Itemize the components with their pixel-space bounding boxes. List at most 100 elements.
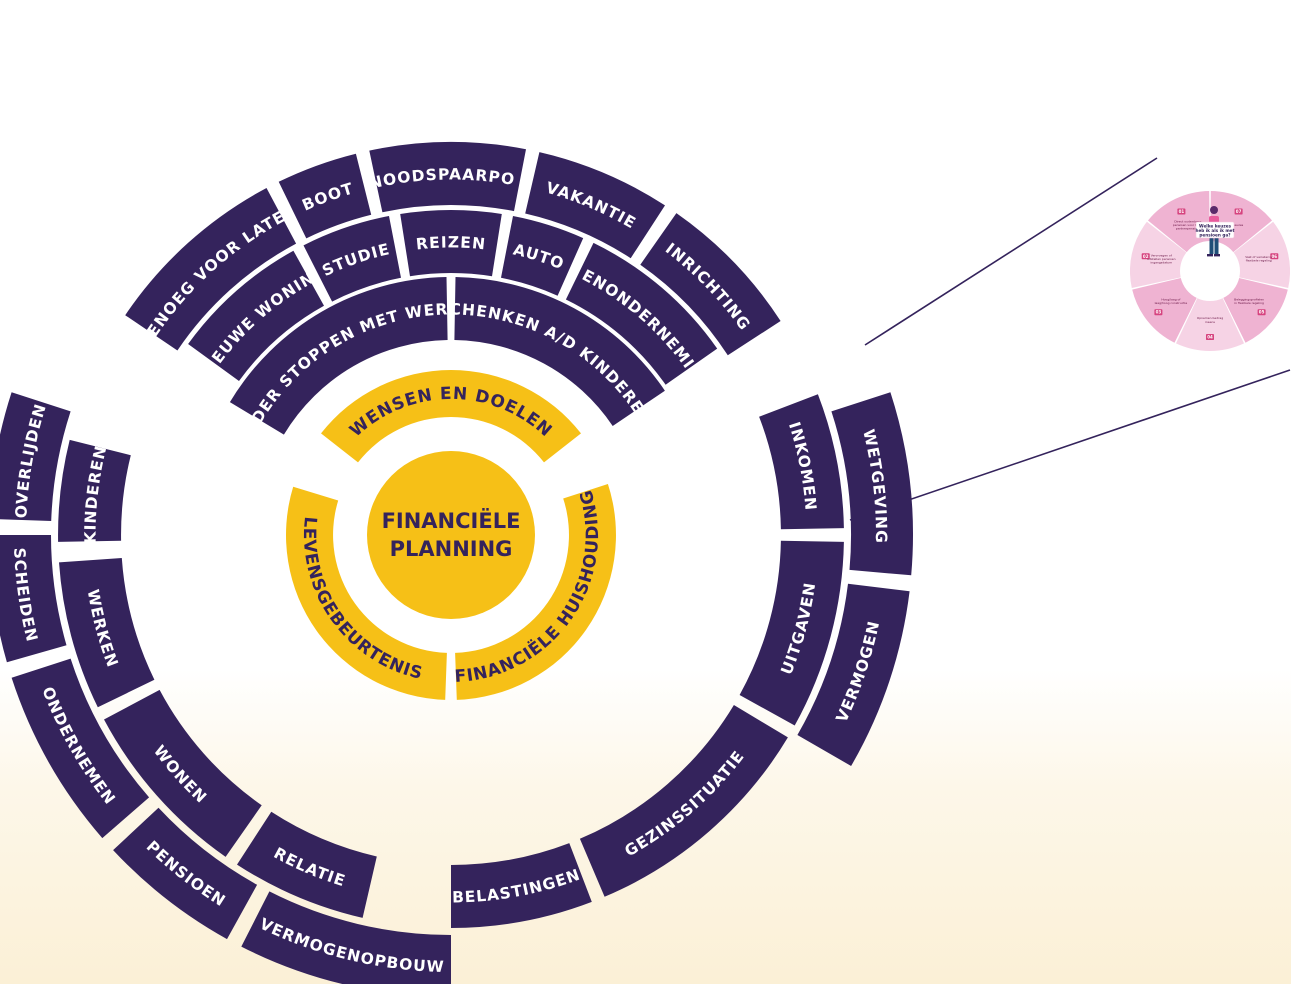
- segment-label-text: REIZEN: [415, 233, 486, 253]
- inset-item-text: partnerpensioen: [1176, 227, 1201, 231]
- theme-arc: [455, 484, 616, 700]
- segment-studie: STUDIE: [303, 216, 401, 302]
- inset-number-badge: [1270, 253, 1279, 260]
- segment-shape: [229, 277, 448, 435]
- segment-shape: [0, 392, 71, 521]
- segment-overlijden: OVERLIJDEN: [0, 392, 71, 521]
- segment-vermogen: VERMOGEN: [797, 583, 910, 766]
- inset-number: 06: [1272, 254, 1278, 259]
- inset-slice: [1130, 221, 1187, 288]
- inset-item-text: Opnemen bedrag: [1197, 316, 1223, 320]
- inset-number: 03: [1156, 310, 1162, 315]
- segment-wonen: WONEN: [104, 689, 262, 857]
- segment-reizen: REIZEN: [400, 210, 502, 277]
- segment-shape: [579, 705, 788, 897]
- segment-label: REIZEN: [415, 233, 487, 253]
- segment-werken: WERKEN: [59, 558, 155, 708]
- zoom-line-lower: [849, 369, 1291, 521]
- inset-number-badge: [1257, 309, 1266, 316]
- inset-item-text: Beleggingsprofielen: [1234, 297, 1264, 301]
- segment-wetgeving: WETGEVING: [831, 392, 913, 576]
- inset-slice: [1223, 278, 1288, 343]
- question-line-1: Welke keuzes: [1199, 224, 1231, 229]
- segment-shape: [831, 392, 913, 576]
- center-circle: [367, 451, 535, 619]
- segment-shape: [58, 439, 131, 542]
- inset-number-badge: [1234, 208, 1243, 215]
- segment-belastingen: BELASTINGEN: [451, 843, 592, 928]
- inset-slice: [1148, 191, 1210, 253]
- inset-item-text: pensioen voor hoger: [1173, 223, 1205, 227]
- segment-shape: [104, 689, 262, 857]
- segment-shape: [739, 540, 844, 726]
- segment-shape: [640, 213, 781, 356]
- segment-shape: [278, 153, 372, 239]
- theme-arc: [321, 370, 581, 463]
- segment-shape: [113, 807, 258, 940]
- inset-item-text: in flexibele regeling: [1234, 301, 1264, 305]
- center-circle-group: FINANCIËLE PLANNING: [367, 451, 535, 619]
- inset-item-text: laag/hoog constructie: [1155, 301, 1188, 305]
- inset-number: 07: [1236, 209, 1242, 214]
- segment-shape: [303, 216, 401, 302]
- inset-item-text: Vast of variabel in: [1245, 255, 1272, 259]
- segment-shape: [0, 535, 67, 663]
- segment-shape: [565, 242, 718, 385]
- inset-number-badge: [1206, 334, 1214, 340]
- question-line-2: heb ik als ik met: [1195, 228, 1234, 233]
- center-title-line-1: FINANCIËLE: [382, 508, 521, 533]
- segment-shape: [525, 152, 665, 259]
- segment-shape: [188, 250, 324, 381]
- question-line-3: pensioen ga?: [1199, 233, 1231, 238]
- inset-item-text: Vervroegen of: [1151, 253, 1173, 257]
- segment-uitgaven: UITGAVEN: [739, 540, 844, 726]
- segment-inkomen: INKOMEN: [759, 394, 844, 530]
- inset-number: 04: [1207, 335, 1213, 340]
- inset-item-text: ineens: [1205, 320, 1215, 324]
- question-sign: Welke keuzes heb ik als ik met pensioen …: [1195, 221, 1235, 239]
- inset-item-text: ingangsdatum: [1151, 261, 1173, 265]
- segment-boot: BOOT: [278, 153, 372, 239]
- inset-number-badge: [1141, 253, 1150, 260]
- theme-top: WENSEN EN DOELEN: [321, 370, 581, 463]
- segment-relatie: RELATIE: [237, 811, 377, 918]
- segment-auto: AUTO: [501, 216, 584, 296]
- segment-shape: [400, 210, 502, 277]
- segment-shape: [11, 658, 150, 839]
- segment-shape: [241, 891, 451, 984]
- segment-shape: [501, 216, 584, 296]
- segment-shape: [237, 811, 377, 918]
- segment-shape: [797, 583, 910, 766]
- segment-kinderen: KINDEREN: [58, 439, 131, 544]
- center-title-line-2: PLANNING: [390, 537, 513, 561]
- segment-scheiden: SCHEIDEN: [0, 535, 67, 663]
- inset-number-badge: [1177, 208, 1186, 215]
- inset-number: 01: [1179, 209, 1185, 214]
- segment-shape: [125, 188, 297, 351]
- zoom-line-upper: [864, 157, 1158, 346]
- inset-slice: [1132, 278, 1197, 343]
- inset-item-text: Hoog/laag of: [1161, 297, 1181, 301]
- inset-slice: [1233, 221, 1290, 288]
- inset-slice: [1176, 298, 1244, 351]
- inset-item-text: Direct ouderdoms-: [1174, 219, 1202, 223]
- segment-shape: [369, 141, 526, 213]
- inset-number: 05: [1259, 310, 1265, 315]
- segment-noodspaarpot: NOODSPAARPOT: [0, 0, 526, 213]
- theme-arc: [286, 486, 447, 700]
- inset-item-text: uitstellen pensioen: [1147, 257, 1176, 261]
- inset-hub: [1181, 242, 1239, 300]
- segment-shape: [451, 843, 592, 928]
- segment-gezinssituatie: GEZINSSITUATIE: [579, 705, 788, 897]
- inset-item-text: flexibele regeling: [1246, 259, 1272, 263]
- inset-number: 02: [1143, 254, 1149, 259]
- segment-shape: [759, 394, 844, 530]
